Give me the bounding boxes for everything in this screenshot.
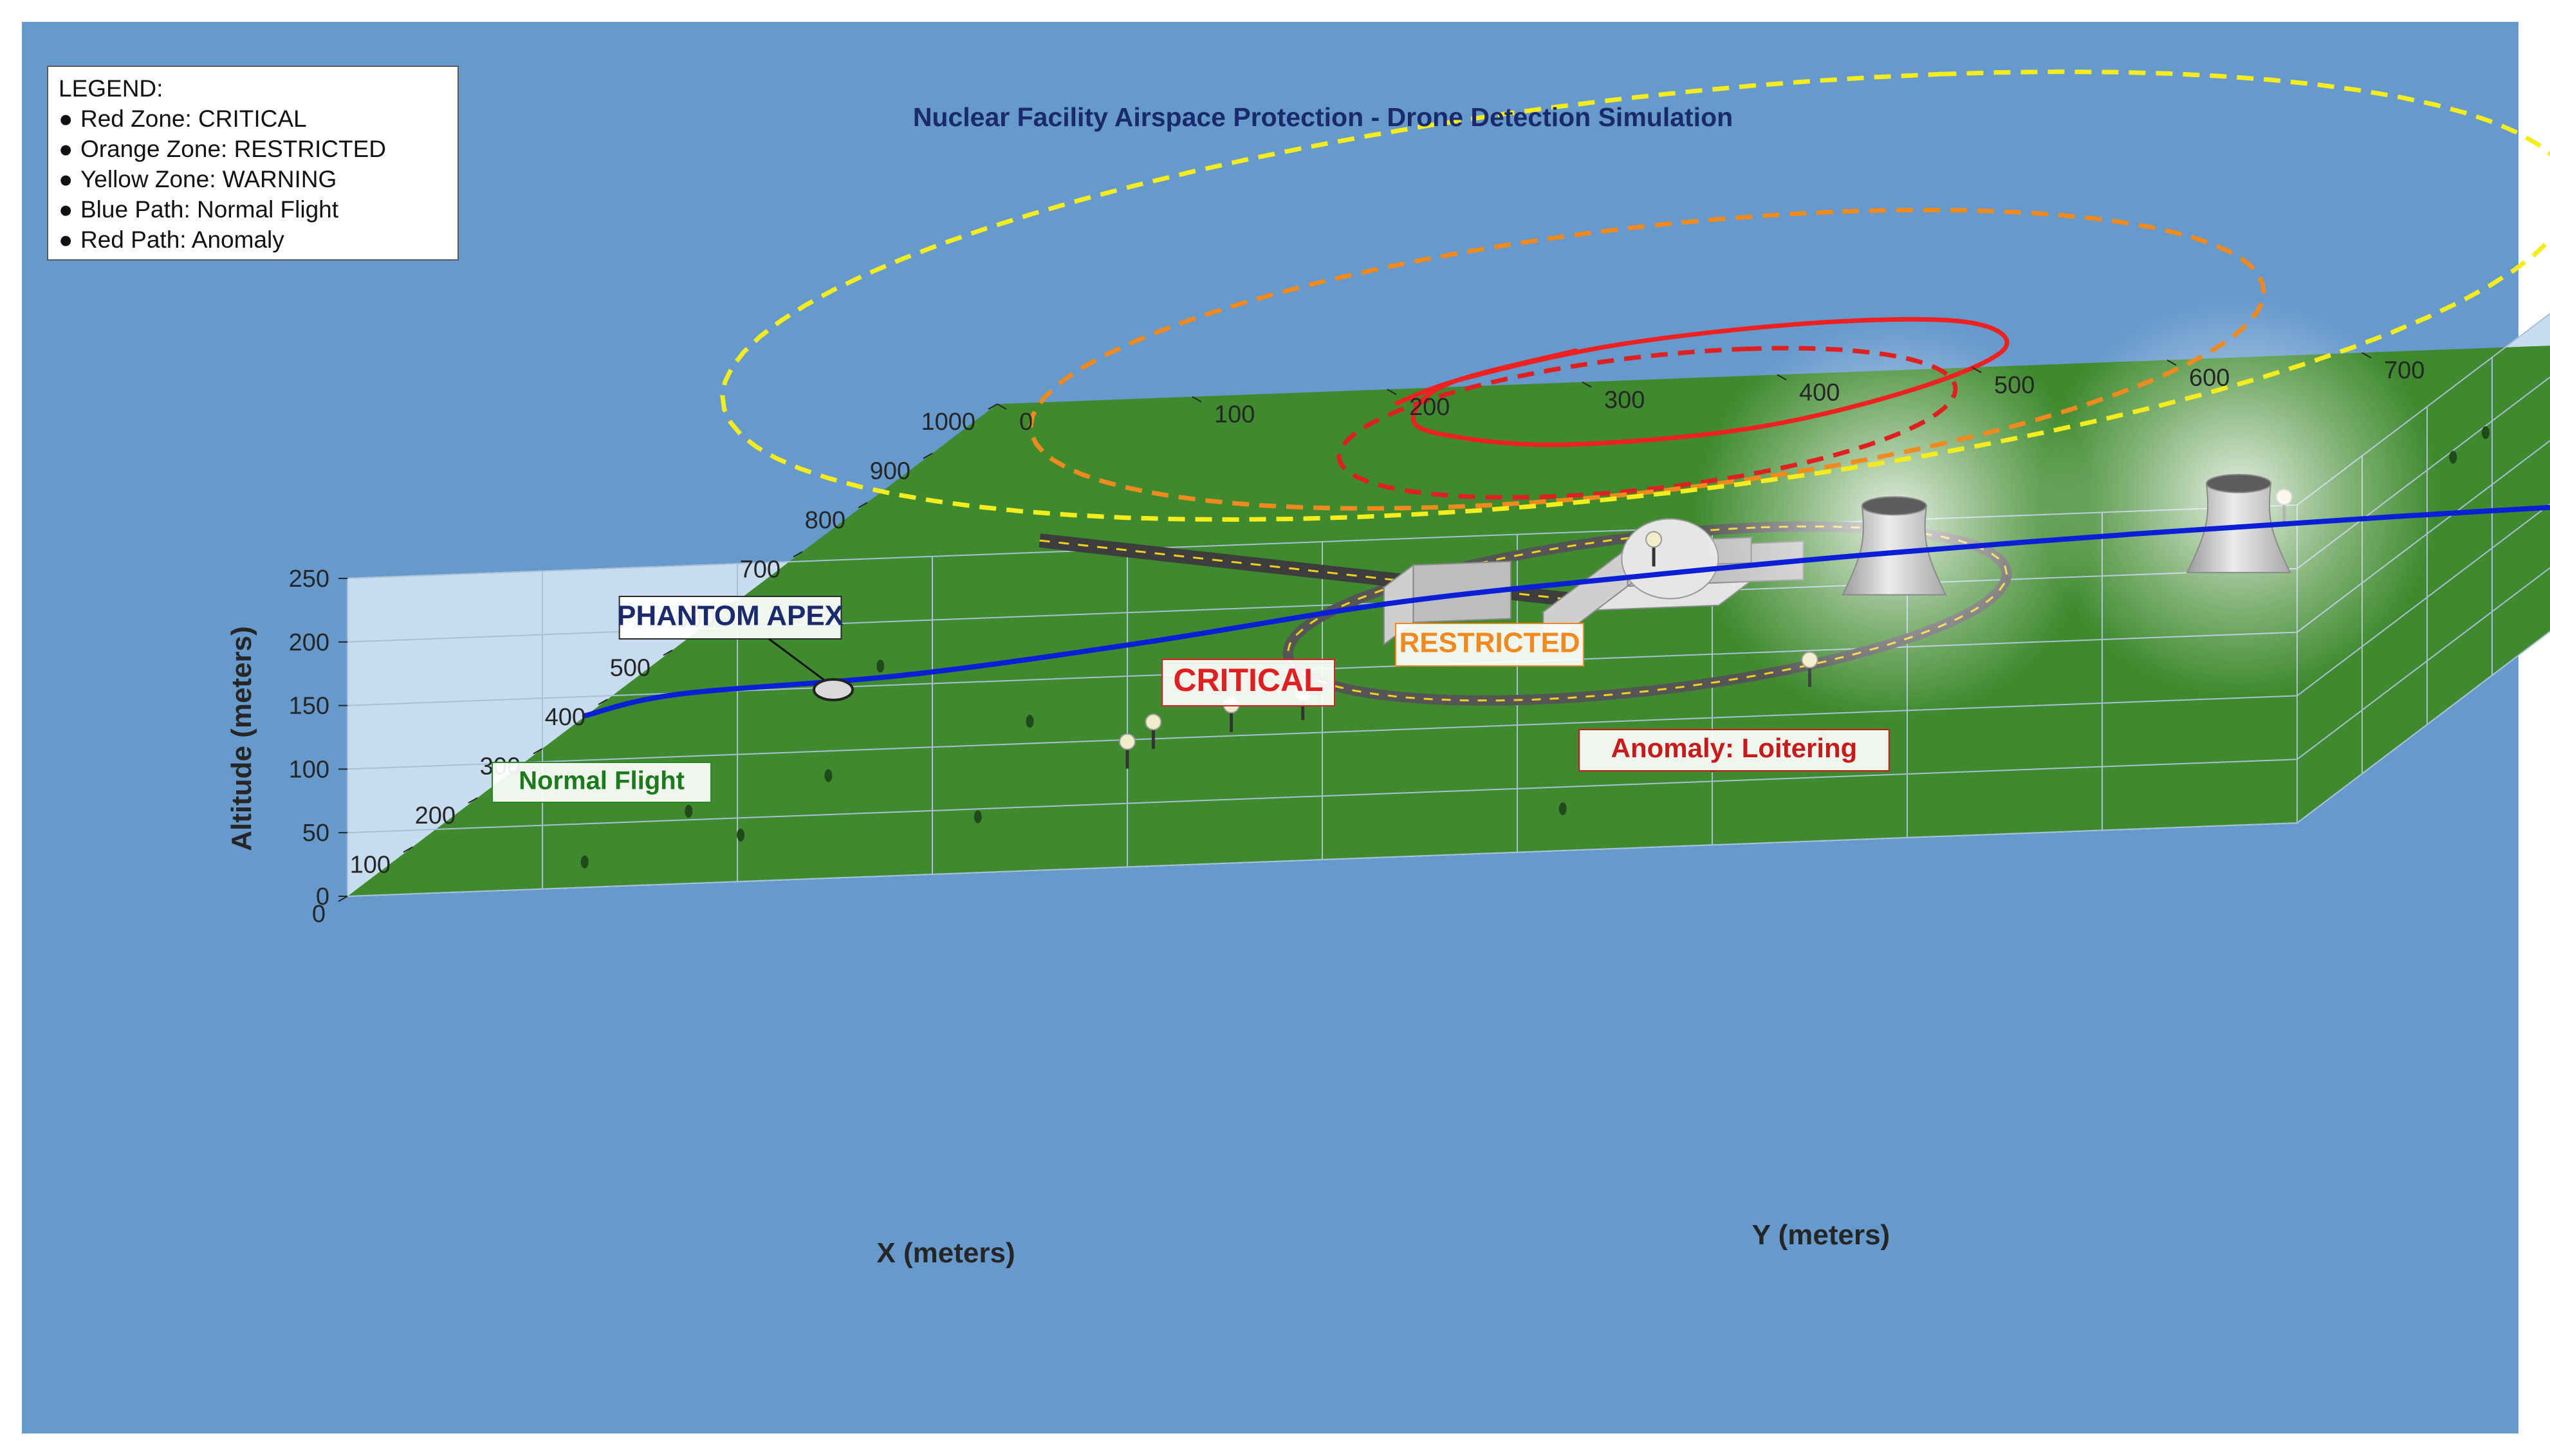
x-tick-label: 400	[545, 704, 586, 731]
annotation-text: Anomaly: Loitering	[1611, 733, 1858, 763]
legend-item: ●Red Zone: CRITICAL	[59, 106, 307, 132]
y-tick-label: 500	[1994, 372, 2035, 399]
annotation-leader	[768, 638, 827, 683]
z-tick-label: 100	[289, 756, 329, 783]
y-tick-label: 700	[2384, 357, 2425, 384]
y-tick-label: 400	[1799, 379, 1840, 406]
legend-item-restricted: Orange Zone: RESTRICTED	[80, 136, 386, 162]
legend-item: ●Orange Zone: RESTRICTED	[59, 136, 386, 162]
tree-icon	[2481, 426, 2490, 439]
cooling-tower-rim	[1861, 496, 1927, 516]
tree-icon	[685, 804, 693, 818]
lamp-light	[1645, 531, 1663, 548]
x-tick-mark	[533, 748, 543, 755]
y-tick-mark	[1387, 389, 1397, 396]
legend-item-anomaly-path: Red Path: Anomaly	[80, 226, 284, 253]
y-axis-label: Y (meters)	[1752, 1219, 1890, 1251]
cooling-tower-rim	[2206, 474, 2272, 493]
z-tick-label: 250	[289, 566, 329, 593]
zone-ring-restricted	[1028, 207, 2266, 511]
lamp-light	[1119, 733, 1136, 750]
y-tick-mark	[1192, 396, 1202, 403]
annotation-box	[618, 596, 842, 640]
annotation-normal-flight: Normal Flight	[492, 762, 712, 803]
x-tick-label: 0	[312, 901, 326, 928]
lamp-light	[1145, 714, 1162, 731]
z-tick-label: 50	[302, 820, 329, 847]
x-tick-mark	[338, 896, 348, 902]
legend-item: ●Yellow Zone: WARNING	[59, 166, 337, 192]
tree-icon	[737, 828, 745, 842]
y-tick-label: 100	[1214, 401, 1255, 429]
x-tick-label: 900	[870, 458, 910, 485]
x-tick-label: 700	[740, 557, 781, 584]
annotation-box	[492, 762, 712, 803]
x-tick-label: 1000	[921, 409, 975, 436]
y-tick-label: 600	[2189, 365, 2230, 392]
x-axis-label: X (meters)	[876, 1237, 1015, 1269]
y-tick-label: 300	[1604, 387, 1645, 414]
annotation-anomaly-loitering: Anomaly: Loitering	[1578, 729, 1890, 771]
tree-icon	[974, 810, 982, 824]
tree-icon	[1026, 715, 1034, 728]
x-tick-mark	[468, 797, 478, 804]
legend-box: LEGEND: ●Red Zone: CRITICAL ●Orange Zone…	[47, 66, 459, 261]
z-tick-label: 0	[316, 883, 329, 910]
x-tick-mark	[663, 649, 673, 656]
annotation-box	[1395, 623, 1584, 667]
y-tick-mark	[2361, 352, 2372, 359]
annotation-text: Normal Flight	[519, 767, 685, 795]
y-tick-mark	[997, 403, 1007, 410]
x-tick-mark	[923, 452, 933, 459]
legend-heading: LEGEND:	[59, 75, 163, 102]
y-tick-label: 0	[1019, 409, 1033, 436]
legend-item-critical: Red Zone: CRITICAL	[80, 106, 307, 132]
zone-ring-warning	[720, 69, 2550, 522]
annotation-text: RESTRICTED	[1399, 627, 1580, 659]
y-tick-label: 200	[1409, 394, 1450, 421]
x-tick-label: 200	[415, 802, 456, 829]
legend-item: ●Blue Path: Normal Flight	[59, 196, 339, 223]
legend-item-normal-path: Blue Path: Normal Flight	[80, 196, 339, 223]
chart-title: Nuclear Facility Airspace Protection - D…	[913, 102, 1733, 132]
flight-path-normal-flight	[582, 504, 2550, 719]
tree-icon	[1558, 802, 1567, 816]
annotation-box	[1161, 659, 1335, 706]
annotation-text: CRITICAL	[1173, 662, 1323, 698]
y-tick-mark	[1972, 367, 1982, 373]
annotation-box	[1578, 729, 1890, 771]
z-axis-label: Altitude (meters)	[226, 626, 257, 851]
grid-line	[347, 567, 2550, 834]
tree-icon	[876, 659, 885, 673]
annotation-phantom-apex: PHANTOM APEX	[617, 596, 854, 701]
x-tick-mark	[598, 699, 608, 705]
x-tick-label: 500	[610, 655, 651, 682]
y-tick-mark	[1777, 374, 1787, 381]
annotation-critical: CRITICAL	[1161, 659, 1335, 706]
tree-icon	[580, 855, 589, 869]
grid-line	[347, 503, 2550, 770]
annotation-text: PHANTOM APEX	[617, 600, 844, 632]
x-tick-mark	[988, 403, 998, 410]
x-tick-mark	[793, 551, 803, 558]
z-tick-label: 200	[289, 629, 329, 656]
tree-icon	[824, 769, 833, 782]
legend-item: ●Red Path: Anomaly	[59, 226, 284, 253]
x-tick-label: 100	[350, 852, 391, 879]
annotation-restricted: RESTRICTED	[1395, 623, 1584, 667]
ring-road-marking	[1286, 525, 2008, 702]
flight-path-anomaly-loitering	[1394, 317, 2010, 447]
y-tick-mark	[2167, 359, 2177, 366]
zone-ring-critical	[1336, 346, 1958, 500]
drone-icon	[813, 678, 854, 701]
y-tick-mark	[1582, 381, 1592, 388]
z-tick-label: 150	[289, 693, 329, 720]
x-tick-mark	[403, 846, 413, 853]
x-tick-label: 800	[805, 507, 845, 534]
x-tick-mark	[858, 502, 868, 508]
grid-line	[347, 631, 2550, 897]
legend-item-warning: Yellow Zone: WARNING	[80, 166, 337, 192]
tree-icon	[2449, 450, 2457, 464]
